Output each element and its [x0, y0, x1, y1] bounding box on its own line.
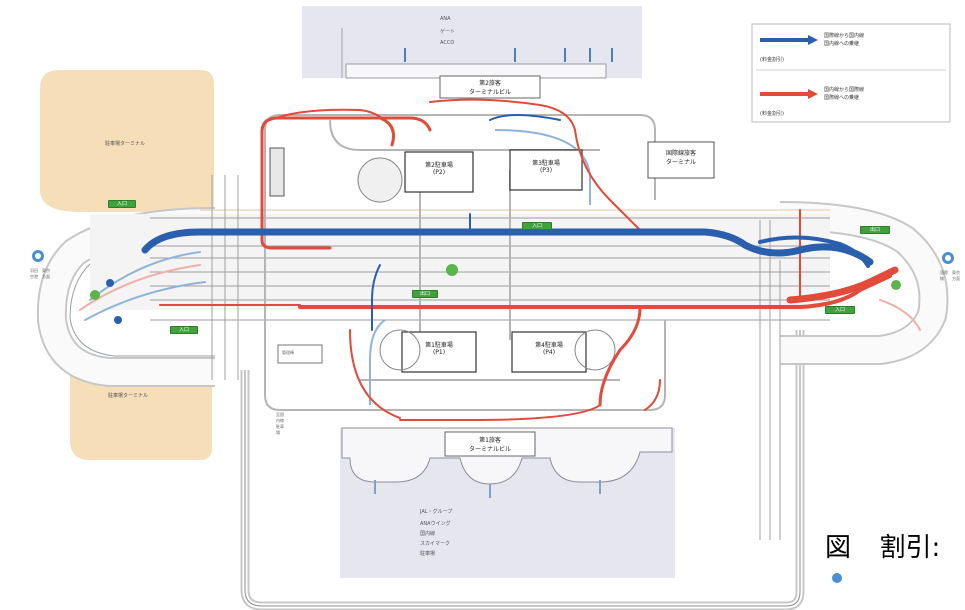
- parking-block-2: 第3駐車場 (P3): [532, 160, 560, 174]
- north-top-label-c: ACCO: [440, 40, 455, 46]
- exit-sign-east: 出口: [860, 226, 890, 234]
- legend-blue-line1: 国際線から国内線: [824, 33, 865, 39]
- south-bottom-label-a: JAL・グループ: [420, 509, 453, 515]
- entrance-sign-southwest: 入口: [170, 326, 198, 334]
- vertical-road-label: 至国内線駐車場: [276, 412, 284, 435]
- parking-block-3: 第1駐車場 (P1): [425, 342, 453, 356]
- main-highway: [90, 214, 830, 310]
- west-direction-bottom: 東京方面: [42, 268, 50, 279]
- west-markers: [32, 250, 954, 583]
- legend-red-note: (料金割引): [760, 111, 784, 117]
- figure-caption: 図 割引:: [825, 527, 940, 564]
- north-terminal-label-box: [439, 75, 541, 99]
- parking-blocks: [357, 149, 616, 373]
- parking-block-4: 第4駐車場 (P4): [535, 342, 563, 356]
- exit-sign-center: 出口: [412, 290, 438, 298]
- parking-block-1: 第2駐車場 (P2): [425, 162, 453, 176]
- north-top-label-b: ゲート: [440, 29, 456, 35]
- legend-red-line2: 国際線への乗継: [824, 95, 860, 101]
- west-column: [269, 147, 285, 197]
- parking-area-west-north: [40, 70, 214, 212]
- west-direction-top: 羽田空港: [30, 268, 38, 279]
- east-direction-bottom: 東京方面: [952, 270, 960, 281]
- parking-west-south-label: 駐車場ターミナル: [108, 393, 149, 399]
- west-structure-label: 管理棟: [282, 350, 294, 355]
- legend-red-line1: 国内線から国際線: [824, 87, 865, 93]
- red-route: [159, 98, 899, 421]
- east-direction-top: 国際線: [940, 270, 948, 281]
- parking-west-north-label: 駐車場ターミナル: [105, 141, 146, 147]
- north-terminal-label: 第2旅客 ターミナルビル: [468, 80, 511, 96]
- inner-loop-south: [369, 319, 386, 405]
- blue-route: [141, 114, 874, 331]
- west-structure: [277, 344, 323, 364]
- east-building-label: 国際線旅客 ターミナル: [665, 150, 696, 166]
- north-top-label-a: ANA: [440, 16, 451, 22]
- legend-blue-line2: 国内線への乗継: [824, 41, 860, 47]
- south-terminal-label-box: [444, 431, 536, 457]
- entrance-sign-center: 入口: [522, 222, 552, 230]
- legend-box: [751, 23, 951, 123]
- legend-blue-note: (料金割引): [760, 57, 784, 63]
- south-bottom-label-c: 国内線: [420, 531, 436, 537]
- south-bottom-label-b: ANAウイング: [420, 521, 451, 527]
- south-bottom-label-d: スカイマーク: [420, 541, 451, 547]
- south-terminal-label: 第1旅客 ターミナルビル: [468, 437, 511, 453]
- caption-prefix: 図: [825, 533, 852, 563]
- south-gates: [374, 480, 601, 498]
- north-gates: [404, 48, 613, 62]
- entrance-sign-southeast: 入口: [825, 306, 855, 314]
- caption-text: 割引:: [879, 533, 941, 563]
- east-building: [647, 141, 715, 179]
- inner-roads: [264, 114, 666, 411]
- entrance-sign-west: 入口: [108, 200, 136, 208]
- south-bottom-label-e: 駐車場: [420, 551, 436, 557]
